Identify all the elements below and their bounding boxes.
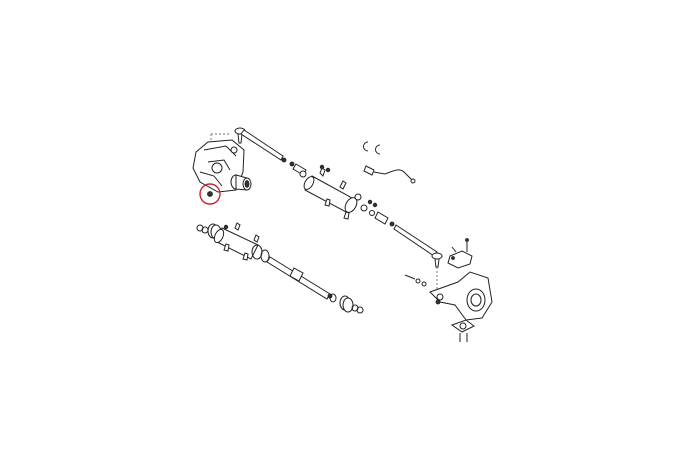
tie-rod-upper <box>234 127 307 178</box>
piston-rod <box>266 256 364 314</box>
cylinder-upper <box>303 164 395 227</box>
highlighted-nut[interactable] <box>199 183 221 205</box>
clips <box>363 141 381 155</box>
tie-rod-lower <box>393 224 443 290</box>
steering-knuckle <box>404 238 493 342</box>
sensor <box>363 165 416 184</box>
cylinder-lower <box>196 222 270 263</box>
bushing <box>230 174 252 191</box>
